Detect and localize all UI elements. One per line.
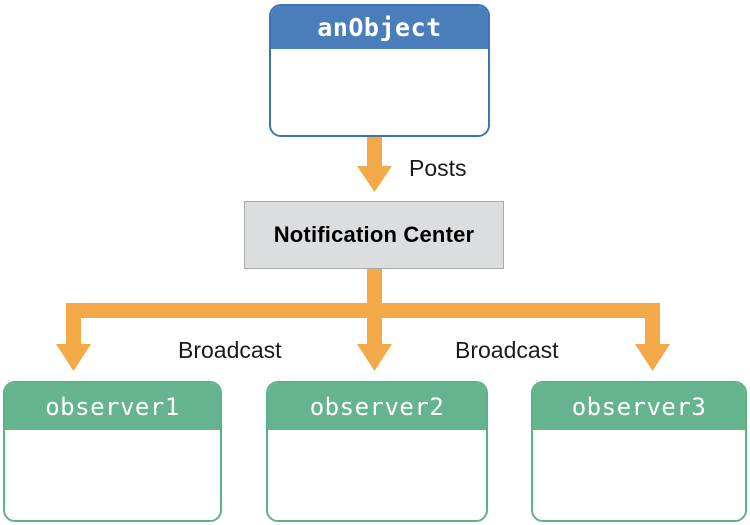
object-node-observer2[interactable]: observer2 — [266, 381, 488, 522]
object-node-anobject-title: anObject — [271, 6, 488, 49]
edge-label-broadcast-right: Broadcast — [455, 337, 559, 363]
object-node-observer2-body — [268, 430, 486, 520]
object-node-observer3-title: observer3 — [533, 383, 745, 430]
object-node-observer3[interactable]: observer3 — [531, 381, 747, 522]
object-node-observer1-body — [5, 430, 220, 520]
arrow-broadcast-bus — [56, 269, 670, 371]
object-node-anobject[interactable]: anObject — [269, 4, 490, 137]
notification-center-node[interactable]: Notification Center — [244, 201, 504, 269]
object-node-observer1[interactable]: observer1 — [3, 381, 222, 522]
object-node-anobject-body — [271, 49, 488, 135]
object-node-observer3-body — [533, 430, 745, 520]
arrow-posts — [357, 137, 392, 192]
object-node-observer2-title: observer2 — [268, 383, 486, 430]
object-node-observer1-title: observer1 — [5, 383, 220, 430]
edge-label-posts: Posts — [409, 155, 467, 181]
edge-label-broadcast-left: Broadcast — [178, 337, 282, 363]
